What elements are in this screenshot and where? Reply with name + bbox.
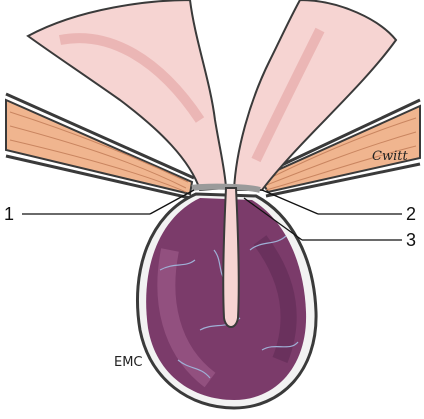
emc-watermark: EMC xyxy=(114,355,143,370)
central-channel xyxy=(223,188,239,327)
label-3: 3 xyxy=(406,230,416,250)
label-1: 1 xyxy=(4,204,14,224)
label-2: 2 xyxy=(406,204,416,224)
artist-signature: Cwitt xyxy=(372,149,408,164)
